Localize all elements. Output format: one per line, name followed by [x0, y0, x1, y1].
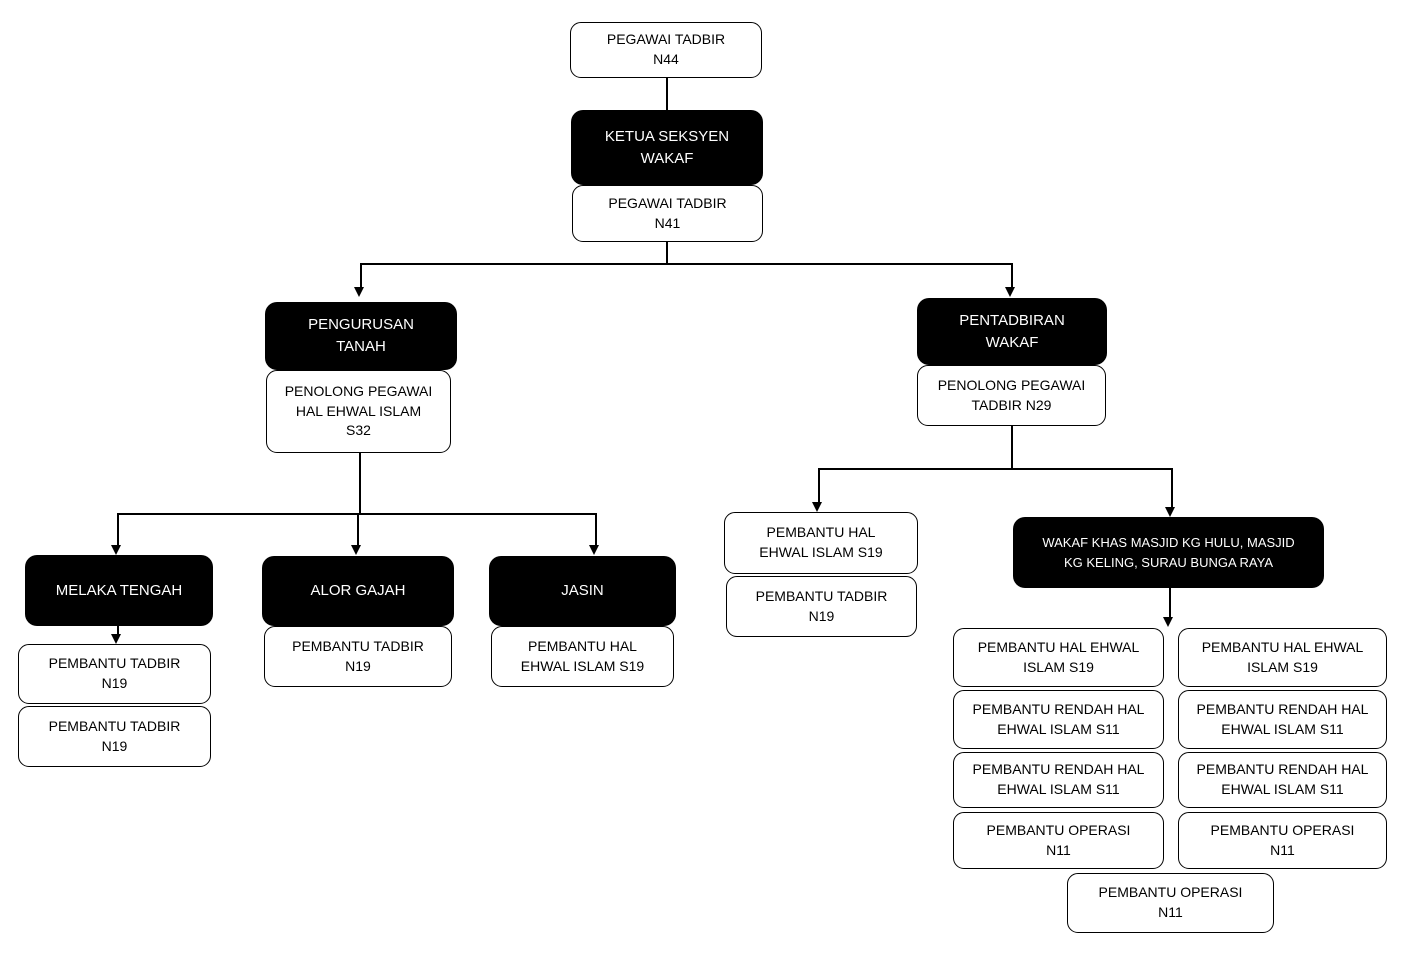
- node-alor-gajah: ALOR GAJAH: [262, 556, 454, 626]
- connector-to-pengurusan-line: [360, 263, 362, 287]
- node-col2-pembantu-rendah-s11-1: PEMBANTU RENDAH HAL EHWAL ISLAM S11: [1178, 690, 1387, 749]
- connector-to-wakaf-ps19-line: [818, 468, 820, 503]
- connector-to-melaka-line: [117, 513, 119, 546]
- node-alor-pembantu-tadbir-n19: PEMBANTU TADBIR N19: [264, 626, 452, 687]
- connector-to-wakaf-khas-line: [1171, 468, 1173, 508]
- connector-n29-stub: [1011, 426, 1013, 468]
- node-melaka-tengah: MELAKA TENGAH: [25, 555, 213, 626]
- node-pengurusan-tanah: PENGURUSAN TANAH: [265, 302, 457, 370]
- connector-n41-stub: [666, 242, 668, 264]
- connector-s32-stub: [359, 453, 361, 513]
- connector-n44-to-ketua: [666, 78, 668, 110]
- node-wakaf-pembantu-tadbir-n19: PEMBANTU TADBIR N19: [726, 576, 917, 637]
- node-pegawai-tadbir-n44: PEGAWAI TADBIR N44: [570, 22, 762, 78]
- node-jasin-pembantu-hei-s19: PEMBANTU HAL EHWAL ISLAM S19: [491, 626, 674, 687]
- node-pentadbiran-wakaf: PENTADBIRAN WAKAF: [917, 298, 1107, 365]
- arrowhead-wakaf-khas-children: [1163, 617, 1173, 627]
- connector-to-pentadbiran-line: [1011, 263, 1013, 287]
- arrowhead-to-melaka: [111, 545, 121, 555]
- node-col1-pembantu-operasi-n11: PEMBANTU OPERASI N11: [953, 812, 1164, 869]
- node-melaka-pembantu-tadbir-n19-2: PEMBANTU TADBIR N19: [18, 706, 211, 767]
- node-wakaf-pembantu-hei-s19: PEMBANTU HAL EHWAL ISLAM S19: [724, 512, 918, 574]
- node-bottom-pembantu-operasi-n11: PEMBANTU OPERASI N11: [1067, 873, 1274, 933]
- connector-to-jasin-line: [595, 513, 597, 546]
- connector-left-children-hline: [117, 513, 595, 515]
- node-wakaf-khas-masjid: WAKAF KHAS MASJID KG HULU, MASJID KG KEL…: [1013, 517, 1324, 588]
- connector-melaka-children-line: [117, 626, 119, 635]
- arrowhead-to-jasin: [589, 545, 599, 555]
- node-col1-pembantu-rendah-s11-1: PEMBANTU RENDAH HAL EHWAL ISLAM S11: [953, 690, 1164, 749]
- node-ketua-seksyen-wakaf: KETUA SEKSYEN WAKAF: [571, 110, 763, 185]
- arrowhead-to-wakaf-ps19: [812, 502, 822, 512]
- node-col2-pembantu-operasi-n11: PEMBANTU OPERASI N11: [1178, 812, 1387, 869]
- connector-right-children-hline: [818, 468, 1172, 470]
- arrowhead-melaka-children: [111, 634, 121, 644]
- node-col2-pembantu-hei-s19: PEMBANTU HAL EHWAL ISLAM S19: [1178, 628, 1387, 687]
- arrowhead-to-alor: [351, 545, 361, 555]
- node-jasin: JASIN: [489, 556, 676, 626]
- node-col1-pembantu-hei-s19: PEMBANTU HAL EHWAL ISLAM S19: [953, 628, 1164, 687]
- node-col1-pembantu-rendah-s11-2: PEMBANTU RENDAH HAL EHWAL ISLAM S11: [953, 752, 1164, 808]
- node-col2-pembantu-rendah-s11-2: PEMBANTU RENDAH HAL EHWAL ISLAM S11: [1178, 752, 1387, 808]
- connector-wakaf-khas-children-line: [1169, 588, 1171, 618]
- arrowhead-to-pengurusan: [354, 287, 364, 297]
- node-melaka-pembantu-tadbir-n19-1: PEMBANTU TADBIR N19: [18, 644, 211, 704]
- arrowhead-to-wakaf-khas: [1165, 507, 1175, 517]
- connector-main-branch-hline: [360, 263, 1012, 265]
- node-penolong-pegawai-tadbir-n29: PENOLONG PEGAWAI TADBIR N29: [917, 365, 1106, 426]
- connector-to-alor-line: [357, 513, 359, 546]
- node-penolong-pegawai-hei-s32: PENOLONG PEGAWAI HAL EHWAL ISLAM S32: [266, 370, 451, 453]
- node-pegawai-tadbir-n41: PEGAWAI TADBIR N41: [572, 185, 763, 242]
- arrowhead-to-pentadbiran: [1005, 287, 1015, 297]
